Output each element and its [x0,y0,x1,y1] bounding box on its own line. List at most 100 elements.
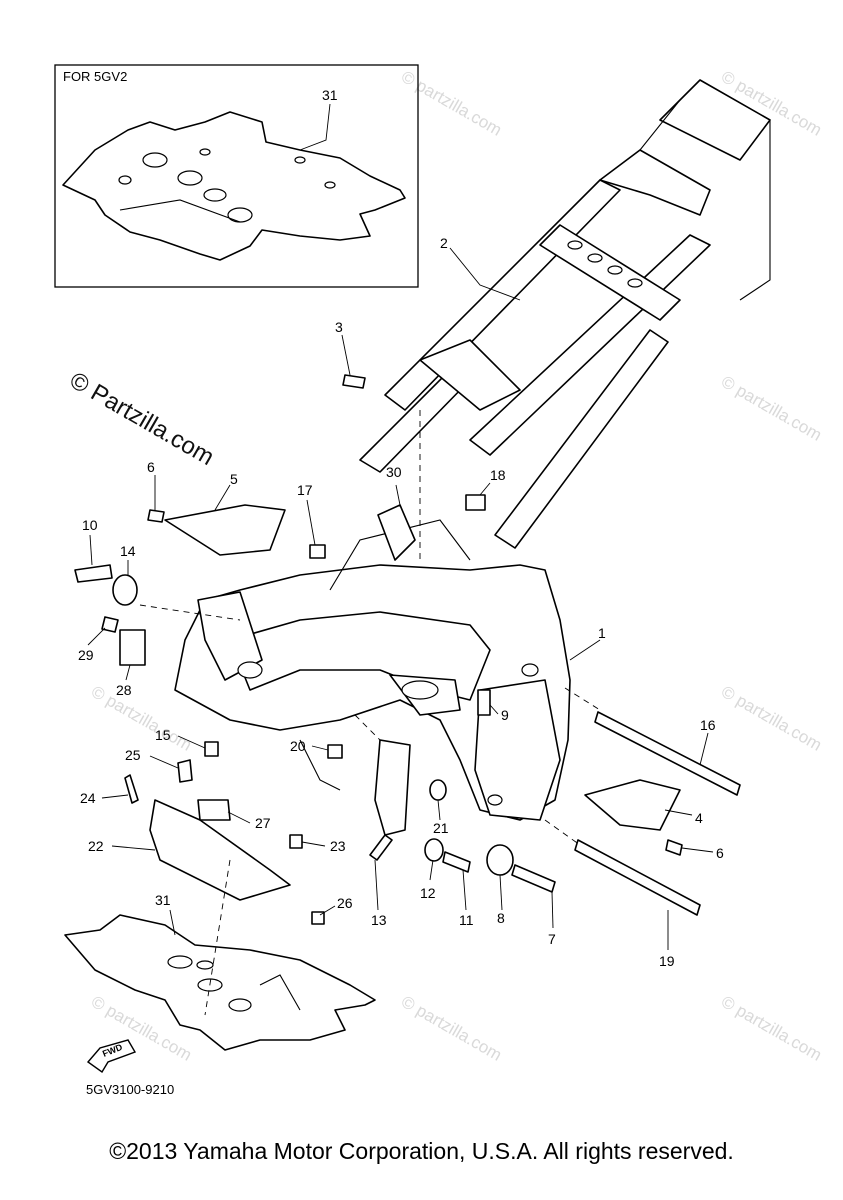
watermark-tile: © partzilla.com [718,682,825,755]
under-cover [64,914,376,1051]
inset-callout-31: 31 [322,87,338,103]
inset-hole [227,207,253,223]
steering-hole [237,661,263,679]
engine-bolt-19 [574,839,701,916]
callout-12: 12 [420,885,436,901]
watermark-tile: © partzilla.com [398,67,505,140]
inset-hole [203,188,227,202]
assembly-line [544,819,581,846]
leader-3 [341,334,351,376]
leader-6b [681,847,714,853]
callout-21: 21 [433,820,449,836]
bolt-29 [101,616,119,633]
engine-bolt-16 [594,711,741,796]
assembly-line [564,687,601,711]
bracket-22 [149,799,291,901]
callout-25: 25 [125,747,141,763]
assembly-line [204,859,231,1016]
subframe-lower-right [494,329,669,549]
callout-2: 2 [440,235,448,251]
bolt-23 [289,834,303,849]
bracket-30 [377,504,416,561]
watermark-tile: © partzilla.com [398,992,505,1065]
copyright-notice: ©2013 Yamaha Motor Corporation, U.S.A. A… [109,1138,734,1164]
inset-border [54,64,419,288]
callout-8: 8 [497,910,505,926]
callout-13: 13 [371,912,387,928]
under-cover-inset [62,111,406,261]
cross-plate-hole [567,240,583,250]
collar-21 [429,779,447,801]
leader-4 [664,809,693,816]
frame-hole [521,663,539,677]
leader-8 [499,874,503,911]
main-frame [174,519,571,821]
bolt-10 [74,564,113,583]
clamp-25 [177,759,193,783]
subframe-rear-rail [699,79,771,301]
callout-numbers: 1 2 3 4 5 6 6 7 8 9 10 11 12 13 14 15 16… [78,235,724,969]
leader-30 [395,484,401,506]
frame-down-tube [299,739,341,791]
callout-5: 5 [230,471,238,487]
fwd-arrow-shape [86,1039,137,1074]
callout-3: 3 [335,319,343,335]
bolt-3 [342,374,366,389]
leader-7 [551,891,554,929]
callout-6a: 6 [147,459,155,475]
callout-6b: 6 [716,845,724,861]
cross-plate-hole [587,253,603,263]
subframe-front-bracket [419,339,521,411]
callout-29: 29 [78,647,94,663]
bolt-18 [465,494,486,511]
leader-21 [437,799,441,821]
cover-hole [196,960,214,970]
callout-7: 7 [548,931,556,947]
callout-31: 31 [155,892,171,908]
callout-26: 26 [337,895,353,911]
callout-24: 24 [80,790,96,806]
callout-9: 9 [501,707,509,723]
callout-16: 16 [700,717,716,733]
callout-11: 11 [459,912,474,928]
watermark-tile: © partzilla.com [718,992,825,1065]
fwd-arrow: FWD [86,1039,137,1074]
callout-4: 4 [695,810,703,826]
cover-hole [167,955,193,969]
leader-25 [149,755,179,769]
damper-27 [197,799,231,821]
footrest-bracket-5 [164,504,286,556]
inset-hole [118,175,132,185]
inset-hole [177,170,203,186]
bolt-13 [369,834,393,861]
callout-20: 20 [290,738,306,754]
small-parts [74,374,741,925]
inset-rib [119,199,241,223]
leader-12 [429,859,434,881]
callout-30: 30 [386,464,402,480]
leader-27 [227,811,251,824]
callout-27: 27 [255,815,271,831]
leader-11 [462,869,467,911]
bolt-26 [311,911,325,925]
nut-17 [309,544,326,559]
leader-18 [479,482,491,496]
footrest-bracket-4 [584,779,681,831]
bolt-15 [204,741,219,757]
leader-20 [311,745,329,751]
leader-26 [319,905,336,916]
callout-15: 15 [155,727,171,743]
rear-pivot-plate [474,679,561,821]
watermark-main: © Partzilla.com [65,367,219,471]
cross-plate-hole [607,265,623,275]
bolt-9 [477,689,491,716]
callout-23: 23 [330,838,346,854]
inset-hole [199,148,211,156]
leader-16 [699,732,709,766]
subframe-top-bridge [599,149,711,216]
leader-28 [125,664,131,681]
leader-2 [449,247,521,301]
rear-subframe [359,79,771,549]
cover-hole [228,998,252,1012]
assembly-line [139,604,241,621]
